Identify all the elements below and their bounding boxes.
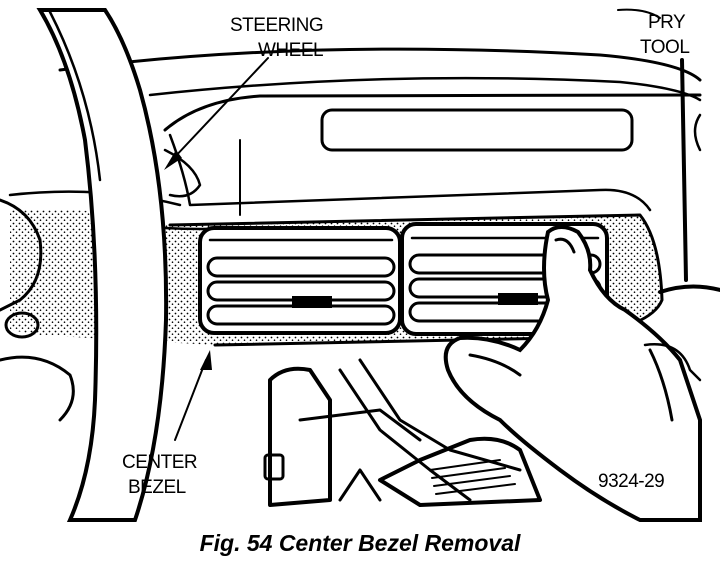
pry-tool [658, 58, 720, 294]
steering-wheel-label: STEERING [230, 15, 323, 36]
center-bezel-label: CENTER [122, 452, 197, 473]
steering-wheel-label-line2: WHEEL [258, 40, 323, 61]
steering-wheel-leader [164, 57, 269, 170]
pry-tool-leader [617, 8, 661, 19]
technician-hand [443, 225, 702, 522]
steering-wheel [0, 8, 202, 522]
center-bezel-leader [174, 350, 212, 441]
figure-caption: Fig. 54 Center Bezel Removal [199, 530, 521, 556]
pry-tool-label-line2: TOOL [640, 37, 689, 58]
pry-tool-label: PRY [648, 12, 686, 33]
lower-dash-wiring [263, 358, 542, 507]
left-air-vent [198, 226, 402, 335]
figure-code: 9324-29 [598, 471, 664, 492]
center-bezel-label-line2: BEZEL [128, 477, 186, 498]
